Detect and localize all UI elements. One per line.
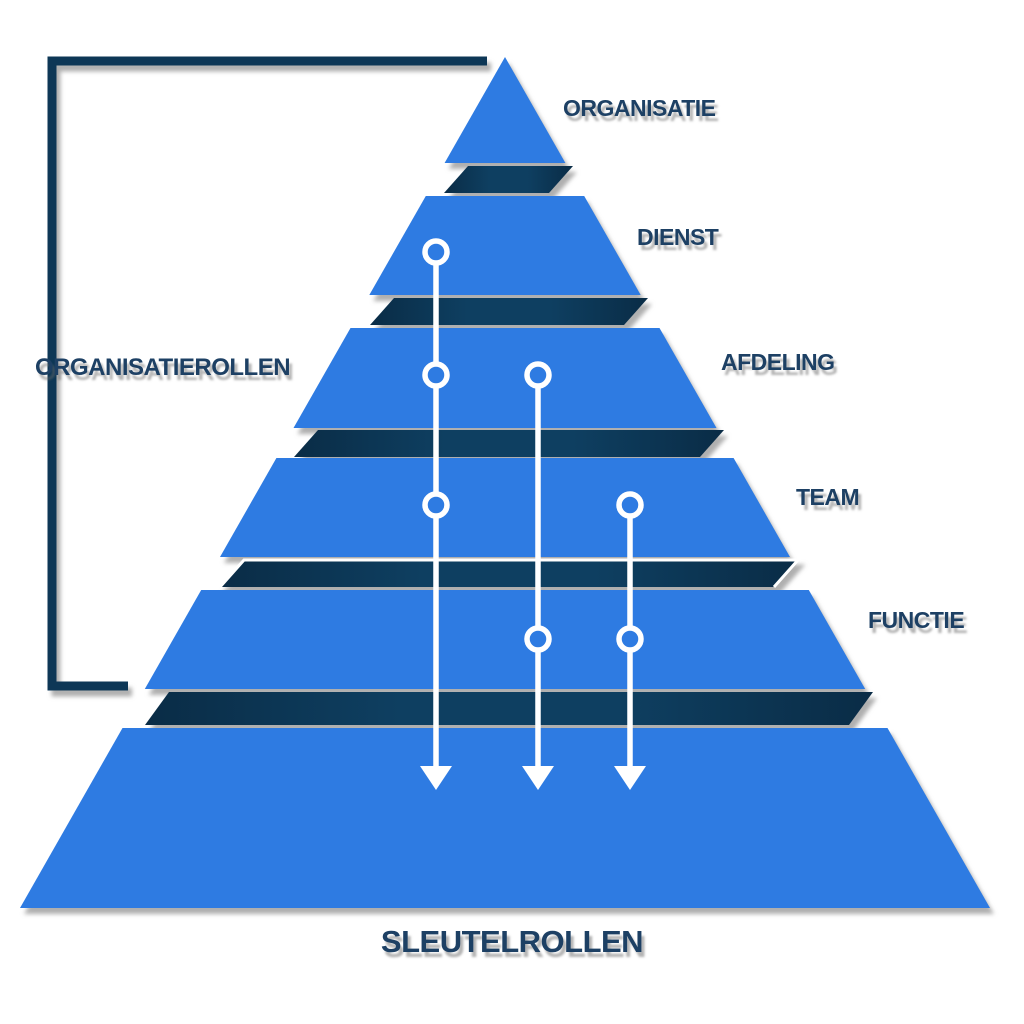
- band-highlight-line: [218, 558, 802, 588]
- node-circle-icon: [524, 361, 552, 389]
- label-functie: FUNCTIE: [868, 607, 965, 633]
- flow-arrow-3: [614, 491, 646, 790]
- node-circle-icon: [422, 238, 450, 266]
- separator-band-1: [444, 166, 573, 193]
- tier-functie: [144, 590, 866, 689]
- tier-organisatie: [444, 57, 566, 163]
- flow-arrow-1: [420, 238, 452, 790]
- arrowhead-icon: [522, 766, 554, 790]
- label-dienst: DIENST: [637, 224, 719, 250]
- separator-band-5: [145, 692, 873, 725]
- bottom-label: SLEUTELROLLEN: [380, 924, 644, 959]
- tier-team: [220, 458, 790, 557]
- flow-arrow-2: [522, 361, 554, 790]
- node-circle-icon: [524, 625, 552, 653]
- separator-band-2: [370, 298, 648, 325]
- label-afdeling: AFDELING: [721, 349, 835, 375]
- node-circle-icon: [616, 625, 644, 653]
- node-circle-icon: [422, 361, 450, 389]
- arrowhead-icon: [420, 766, 452, 790]
- tier-afdeling: [293, 328, 717, 428]
- separator-band-4: [220, 560, 798, 587]
- bracket-label: ORGANISATIEROLLEN: [35, 354, 291, 381]
- label-team: TEAM: [796, 484, 860, 510]
- separator-band-3: [294, 430, 724, 457]
- tier-sleutelrollen-base: [20, 728, 990, 908]
- node-circle-icon: [616, 491, 644, 519]
- tier-dienst: [369, 196, 641, 295]
- arrowhead-icon: [614, 766, 646, 790]
- node-circle-icon: [422, 491, 450, 519]
- label-organisatie: ORGANISATIE: [563, 95, 716, 121]
- bracket-line: [47, 56, 487, 691]
